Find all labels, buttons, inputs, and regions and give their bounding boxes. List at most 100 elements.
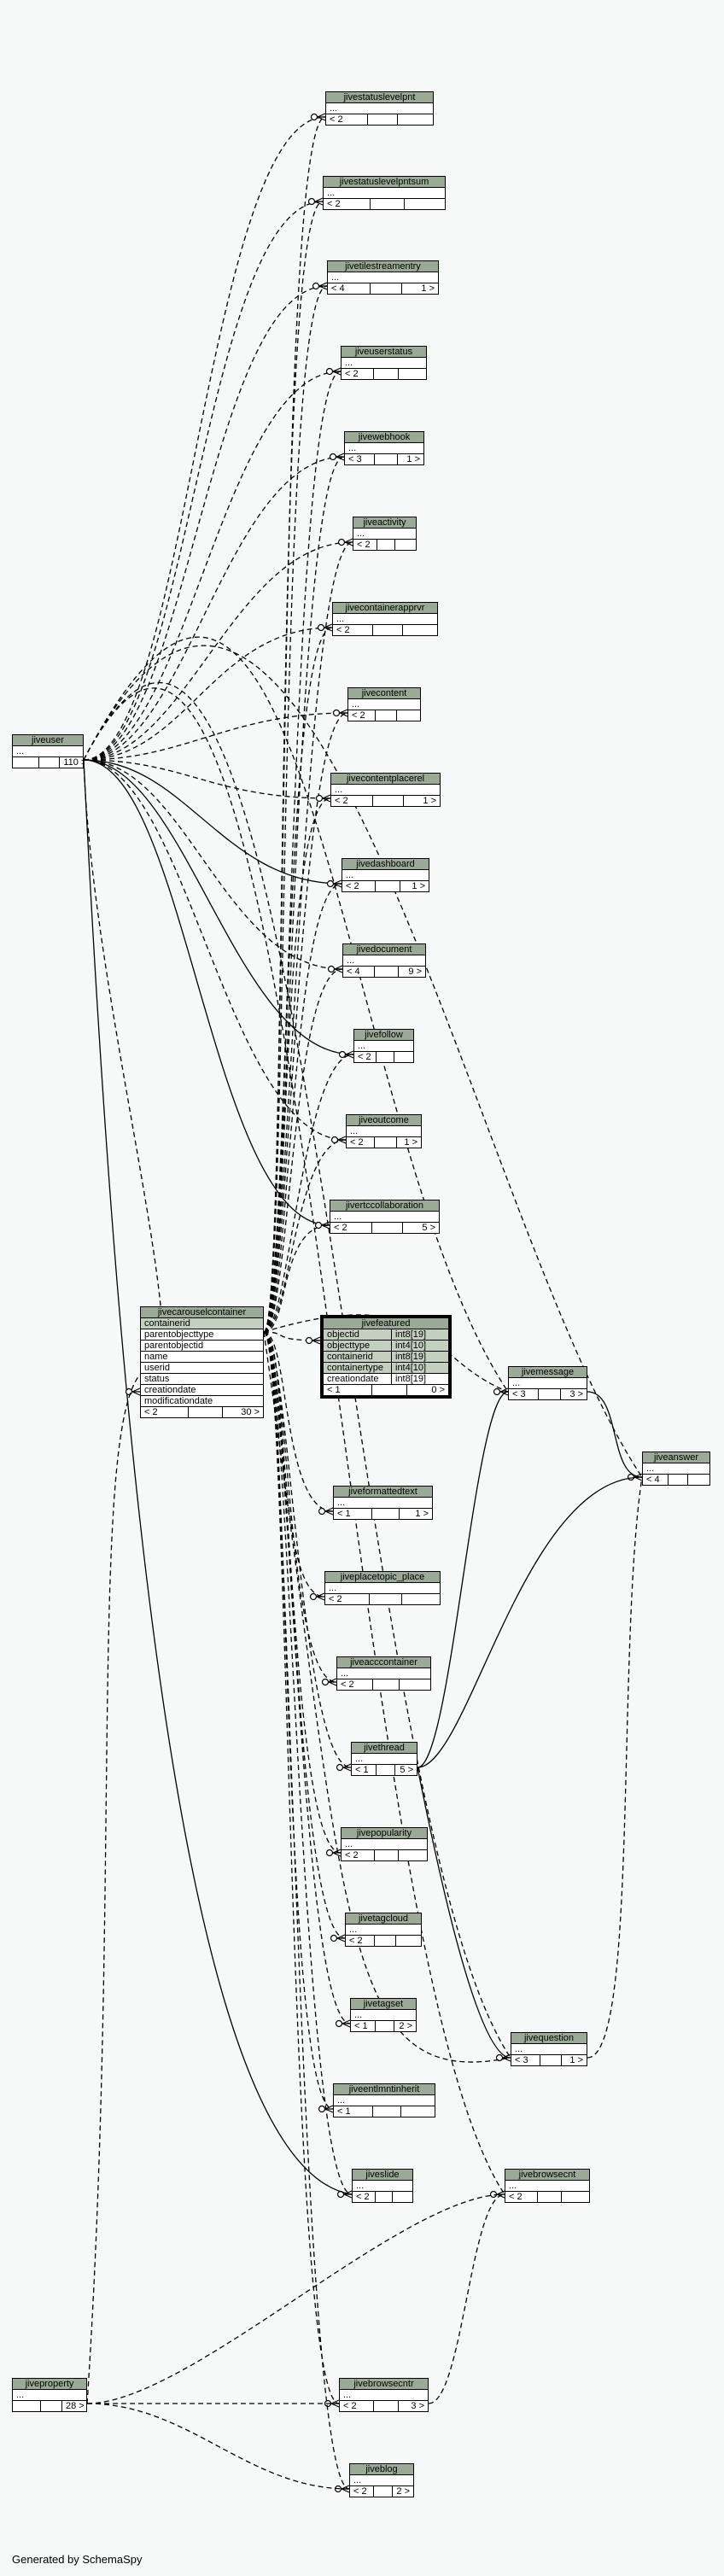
table-jivedashboard[interactable]: jivedashboard...< 2 1 >	[342, 858, 429, 892]
table-name[interactable]: jivecontentplacerel	[331, 774, 440, 785]
column-row[interactable]: parentobjecttype	[141, 1329, 263, 1341]
table-jiveuser[interactable]: jiveuser... 110 >	[12, 734, 84, 768]
column-row[interactable]: ...	[347, 1126, 421, 1137]
table-jiveuserstatus[interactable]: jiveuserstatus...< 2	[341, 346, 427, 380]
column-row[interactable]: ...	[334, 1498, 432, 1509]
table-jiveslide[interactable]: jiveslide...< 2	[352, 2169, 413, 2203]
table-jiveentitlmntinherit[interactable]: jiveentlmntinherit...< 1	[333, 2083, 435, 2117]
column-row[interactable]: parentobjectid	[141, 1341, 263, 1352]
table-jivetagset[interactable]: jivetagset...< 1 2 >	[350, 1998, 417, 2032]
table-jiveplacetopic_place[interactable]: jiveplacetopic_place...< 2	[324, 1571, 441, 1605]
table-name[interactable]: jivebrowsecntr	[340, 2379, 428, 2390]
column-row[interactable]: ...	[348, 699, 420, 710]
table-jiveformattedtext[interactable]: jiveformattedtext...< 1 1 >	[333, 1486, 433, 1520]
table-name[interactable]: jivestatuslevelpnt	[326, 92, 433, 103]
column-row[interactable]: ...	[353, 529, 416, 540]
table-name[interactable]: jivepopularity	[342, 1828, 427, 1839]
table-jivebrowsecnt[interactable]: jivebrowsecnt...< 2	[505, 2169, 590, 2203]
table-name[interactable]: jivebrowsecnt	[505, 2170, 589, 2181]
table-name[interactable]: jiveformattedtext	[334, 1487, 432, 1498]
table-jivecontainerapprvr[interactable]: jivecontainerapprvr...< 2	[332, 602, 438, 636]
table-name[interactable]: jiveslide	[353, 2170, 412, 2181]
column-row[interactable]: ...	[505, 2181, 589, 2192]
column-row[interactable]: ...	[337, 1668, 430, 1679]
table-name[interactable]: jivemessage	[509, 1367, 587, 1378]
table-jiveproperty[interactable]: jiveproperty... 28 >	[12, 2378, 87, 2412]
table-name[interactable]: jiveanswer	[643, 1452, 709, 1463]
column-row[interactable]: userid	[141, 1363, 263, 1374]
table-name[interactable]: jivethread	[352, 1743, 417, 1754]
column-row[interactable]: ...	[643, 1463, 709, 1475]
column-row[interactable]: ...	[354, 1041, 413, 1052]
column-row[interactable]: ...	[331, 785, 440, 796]
table-name[interactable]: jivetilestreamentry	[328, 261, 438, 272]
table-jiveacccontainer[interactable]: jiveacccontainer...< 2	[336, 1656, 431, 1691]
table-jivemessage[interactable]: jivemessage...< 3 3 >	[508, 1366, 587, 1400]
table-name[interactable]: jiveoutcome	[347, 1115, 421, 1126]
column-row[interactable]: creationdate	[141, 1385, 263, 1396]
table-jivertccollaboration[interactable]: jivertccollaboration...< 2 5 >	[330, 1200, 440, 1234]
table-jivestatuslevelpntsum[interactable]: jivestatuslevelpntsum...< 2	[323, 176, 446, 210]
table-jivequestion[interactable]: jivequestion...< 3 1 >	[511, 2032, 587, 2066]
table-jivepopularity[interactable]: jivepopularity...< 2	[341, 1827, 428, 1861]
table-jivetagcloud[interactable]: jivetagcloud...< 2	[345, 1913, 422, 1947]
table-name[interactable]: jivefeatured	[324, 1318, 448, 1329]
table-name[interactable]: jivedocument	[343, 944, 425, 955]
column-row[interactable]: ...	[352, 1754, 417, 1765]
table-name[interactable]: jivetagcloud	[346, 1913, 421, 1925]
column-row[interactable]: ...	[509, 1378, 587, 1389]
column-row[interactable]: ...	[346, 1925, 421, 1936]
table-name[interactable]: jivecontent	[348, 688, 420, 699]
table-jiveblog[interactable]: jiveblog...< 2 2 >	[349, 2463, 414, 2497]
table-jivethread[interactable]: jivethread...< 1 5 >	[351, 1742, 417, 1776]
column-row[interactable]: status	[141, 1374, 263, 1385]
table-name[interactable]: jiveplacetopic_place	[325, 1572, 440, 1583]
table-name[interactable]: jiveuser	[13, 735, 83, 746]
table-jivewebhook[interactable]: jivewebhook...< 3 1 >	[344, 431, 424, 465]
table-jivebrowsecntr[interactable]: jivebrowsecntr...< 2 3 >	[339, 2378, 429, 2412]
table-name[interactable]: jivequestion	[511, 2033, 587, 2044]
column-row[interactable]: ...	[342, 1839, 427, 1850]
table-jivetilestreamentry[interactable]: jivetilestreamentry...< 4 1 >	[327, 260, 439, 295]
table-jivecontent[interactable]: jivecontent...< 2	[347, 687, 421, 721]
column-row[interactable]: ...	[511, 2044, 587, 2055]
column-row[interactable]: ...	[345, 443, 423, 454]
column-row[interactable]: ...	[334, 2095, 435, 2106]
column-row[interactable]: ...	[13, 746, 83, 757]
column-row[interactable]: ...	[340, 2390, 428, 2401]
column-row[interactable]: ...	[13, 2390, 86, 2401]
table-name[interactable]: jiveuserstatus	[342, 347, 426, 358]
table-jiveanswer[interactable]: jiveanswer...< 4	[642, 1452, 710, 1486]
table-name[interactable]: jiveentlmntinherit	[334, 2084, 435, 2095]
table-jiveoutcome[interactable]: jiveoutcome...< 2 1 >	[346, 1114, 422, 1148]
column-row[interactable]: ...	[325, 1583, 440, 1594]
column-row[interactable]: ...	[343, 955, 425, 967]
column-row[interactable]: ...	[328, 272, 438, 283]
column-row[interactable]: modificationdate	[141, 1396, 263, 1407]
column-row[interactable]: ...	[342, 870, 429, 881]
table-name[interactable]: jiveactivity	[353, 517, 416, 529]
column-row[interactable]: ...	[326, 103, 433, 114]
table-name[interactable]: jivefollow	[354, 1030, 413, 1041]
table-jivefollow[interactable]: jivefollow...< 2	[353, 1029, 414, 1063]
column-row[interactable]: ...	[351, 2010, 416, 2021]
table-jivestatuslevelpnt[interactable]: jivestatuslevelpnt...< 2	[325, 91, 434, 126]
table-name[interactable]: jiveacccontainer	[337, 1657, 430, 1668]
column-row[interactable]: containerid	[141, 1318, 263, 1329]
column-row[interactable]: ...	[350, 2475, 413, 2486]
table-name[interactable]: jivecontainerapprvr	[333, 603, 437, 614]
table-name[interactable]: jiveproperty	[13, 2379, 86, 2390]
column-row[interactable]: ...	[324, 188, 445, 199]
column-row[interactable]: name	[141, 1352, 263, 1363]
table-jivedocument[interactable]: jivedocument...< 4 9 >	[342, 943, 426, 978]
table-jiveactivity[interactable]: jiveactivity...< 2	[353, 517, 417, 551]
table-name[interactable]: jiveblog	[350, 2464, 413, 2475]
column-row[interactable]: ...	[342, 358, 426, 369]
table-name[interactable]: jivestatuslevelpntsum	[324, 177, 445, 188]
column-row[interactable]: ...	[330, 1212, 439, 1223]
